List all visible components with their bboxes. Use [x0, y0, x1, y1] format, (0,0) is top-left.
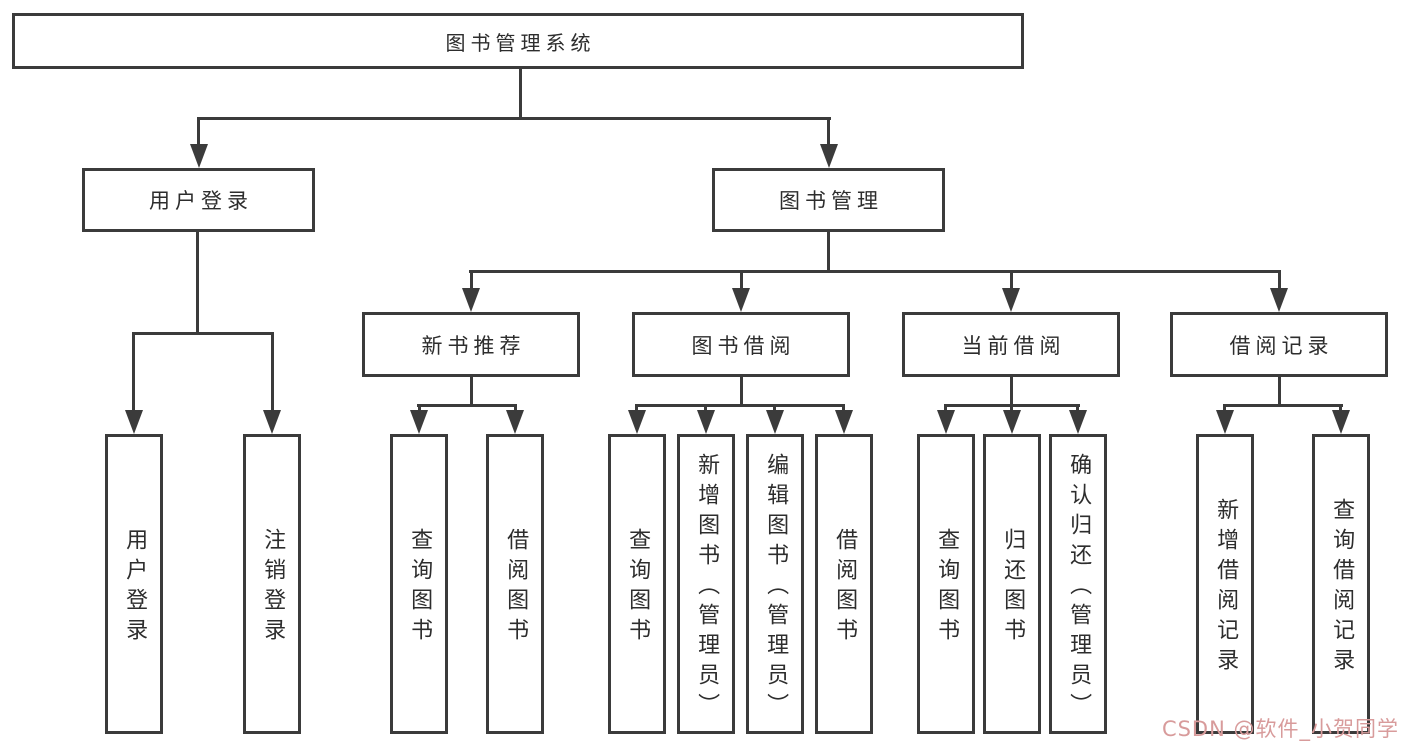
leaf-add-books-admin: 新增图书（管理员）: [677, 434, 735, 734]
leaf-query-borrow-record-label: 查询借阅记录: [1329, 498, 1355, 678]
arrow-to-user-login: [190, 144, 208, 168]
connector-to-current-borrow-stub: [1010, 270, 1013, 290]
leaf-confirm-return-admin: 确认归还（管理员）: [1049, 434, 1107, 734]
arrow-group2-leaf1: [628, 410, 646, 434]
connector-root-to-user-login-stub: [197, 117, 200, 145]
connector-group1-horizontal: [417, 404, 517, 407]
leaf-add-borrow-record-label: 新增借阅记录: [1213, 498, 1239, 678]
node-root-label: 图书管理系统: [445, 30, 596, 55]
leaf-add-books-admin-label: 新增图书（管理员）: [694, 453, 720, 723]
leaf-return-books: 归还图书: [983, 434, 1041, 734]
connector-group3-leaf2-stub: [1010, 404, 1013, 412]
leaf-logout: 注销登录: [243, 434, 301, 734]
connector-to-borrow-records-stub: [1278, 270, 1281, 290]
connector-book-management-vertical: [827, 232, 830, 273]
leaf-recommend-borrow-books-label: 借阅图书: [503, 528, 529, 648]
arrow-to-borrow-records: [1270, 288, 1288, 312]
leaf-recommend-borrow-books: 借阅图书: [486, 434, 544, 734]
connector-group3-leaf3-stub: [1076, 404, 1079, 412]
connector-group4-vertical: [1278, 377, 1281, 407]
leaf-borrow-query-books-label: 查询图书: [625, 528, 651, 648]
arrow-group3-leaf1: [937, 410, 955, 434]
leaf-user-login-label: 用户登录: [122, 528, 148, 648]
leaf-current-query-books: 查询图书: [917, 434, 975, 734]
csdn-watermark: CSDN @软件_小贺同学: [1161, 717, 1399, 741]
arrow-to-book-borrow: [732, 288, 750, 312]
connector-to-leaf-login-stub: [132, 332, 135, 412]
arrow-to-leaf-logout: [263, 410, 281, 434]
connector-group2-leaf3-stub: [773, 404, 776, 412]
arrow-to-book-management: [820, 144, 838, 168]
leaf-borrow-books: 借阅图书: [815, 434, 873, 734]
leaf-edit-books-admin-label: 编辑图书（管理员）: [763, 453, 789, 723]
connector-to-new-book-stub: [470, 270, 473, 290]
connector-group2-vertical: [740, 377, 743, 407]
arrow-group3-leaf3: [1069, 410, 1087, 434]
leaf-recommend-query-books: 查询图书: [390, 434, 448, 734]
leaf-borrow-books-label: 借阅图书: [832, 528, 858, 648]
connector-group1-leaf1-stub: [418, 404, 421, 412]
node-book-borrow: 图书借阅: [632, 312, 850, 377]
connector-group2-leaf2-stub: [704, 404, 707, 412]
node-root: 图书管理系统: [12, 13, 1024, 69]
leaf-recommend-query-books-label: 查询图书: [407, 528, 433, 648]
arrow-group2-leaf4: [835, 410, 853, 434]
connector-root-vertical: [519, 69, 522, 120]
leaf-confirm-return-admin-label: 确认归还（管理员）: [1066, 453, 1092, 723]
connector-group3-leaf1-stub: [944, 404, 947, 412]
connector-to-book-borrow-stub: [740, 270, 743, 290]
connector-user-login-vertical: [196, 232, 199, 334]
connector-root-to-book-management-stub: [827, 117, 830, 145]
connector-group4-horizontal: [1223, 404, 1343, 407]
arrow-group1-leaf1: [410, 410, 428, 434]
leaf-borrow-query-books: 查询图书: [608, 434, 666, 734]
connector-group2-leaf1-stub: [635, 404, 638, 412]
leaf-user-login: 用户登录: [105, 434, 163, 734]
arrow-to-leaf-login: [125, 410, 143, 434]
node-book-management-label: 图书管理: [779, 189, 883, 213]
node-borrow-records-label: 借阅记录: [1229, 333, 1334, 358]
leaf-edit-books-admin: 编辑图书（管理员）: [746, 434, 804, 734]
node-new-book-recommend-label: 新书推荐: [421, 333, 526, 358]
connector-group2-horizontal: [635, 404, 845, 407]
leaf-add-borrow-record: 新增借阅记录: [1196, 434, 1254, 734]
node-current-borrow-label: 当前借阅: [961, 333, 1066, 358]
node-borrow-records: 借阅记录: [1170, 312, 1388, 377]
connector-to-leaf-logout-stub: [271, 332, 274, 412]
node-book-management: 图书管理: [712, 168, 945, 232]
connector-group2-leaf4-stub: [842, 404, 845, 412]
node-user-login: 用户登录: [82, 168, 315, 232]
leaf-current-query-books-label: 查询图书: [934, 528, 960, 648]
arrow-group2-leaf2: [697, 410, 715, 434]
arrow-group4-leaf1: [1216, 410, 1234, 434]
arrow-group1-leaf2: [506, 410, 524, 434]
connector-group4-leaf2-stub: [1339, 404, 1342, 412]
arrow-group3-leaf2: [1003, 410, 1021, 434]
connector-group1-vertical: [470, 377, 473, 407]
connector-group4-leaf1-stub: [1223, 404, 1226, 412]
node-new-book-recommend: 新书推荐: [362, 312, 580, 377]
node-book-borrow-label: 图书借阅: [691, 333, 796, 358]
connector-root-horizontal: [197, 117, 831, 120]
connector-user-login-horizontal: [132, 332, 274, 335]
node-current-borrow: 当前借阅: [902, 312, 1120, 377]
arrow-to-current-borrow: [1002, 288, 1020, 312]
node-user-login-label: 用户登录: [149, 189, 253, 213]
connector-book-management-horizontal: [469, 270, 1281, 273]
connector-group1-leaf2-stub: [514, 404, 517, 412]
connector-group3-vertical: [1010, 377, 1013, 407]
leaf-query-borrow-record: 查询借阅记录: [1312, 434, 1370, 734]
arrow-to-new-book-recommend: [462, 288, 480, 312]
leaf-logout-label: 注销登录: [260, 528, 286, 648]
leaf-return-books-label: 归还图书: [1000, 528, 1026, 648]
arrow-group2-leaf3: [766, 410, 784, 434]
arrow-group4-leaf2: [1332, 410, 1350, 434]
